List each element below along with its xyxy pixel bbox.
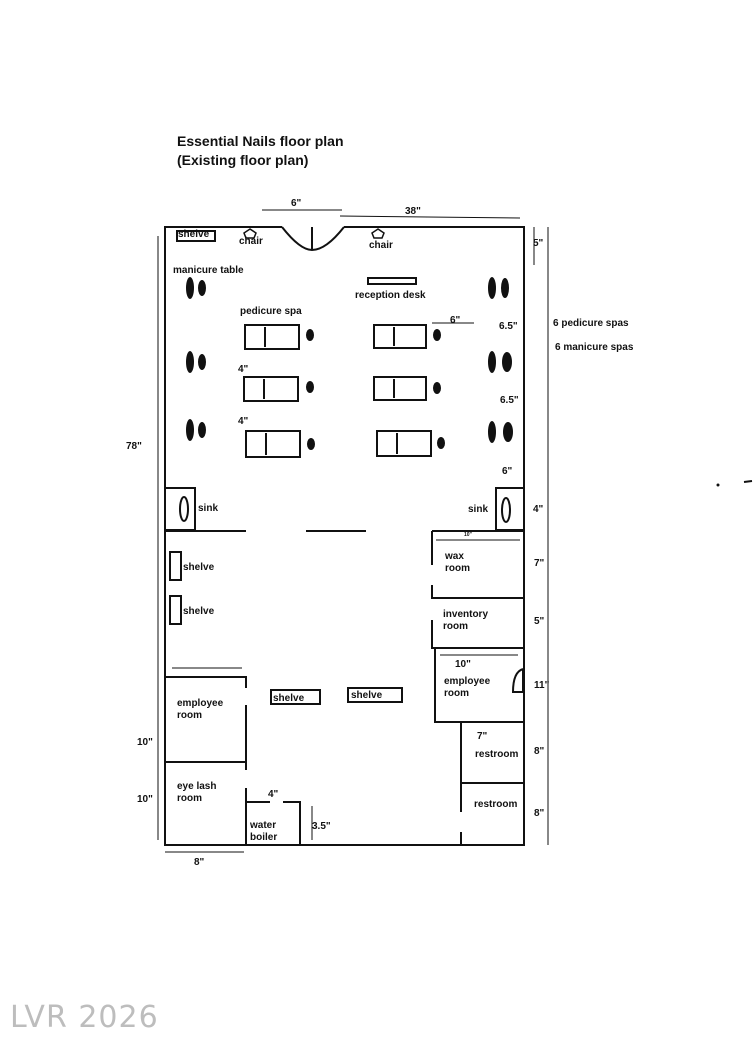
sink-right-label: sink — [468, 504, 489, 515]
dim-spa-gap: 6" — [450, 315, 461, 326]
shelve-mid1-box — [270, 689, 321, 705]
water-boiler-wall — [246, 801, 301, 845]
watermark: LVR 2026 — [10, 1000, 159, 1035]
sink-left-label: sink — [198, 503, 219, 514]
dim-overall-length: 78" — [126, 441, 142, 452]
manicure-table-label: manicure table — [173, 265, 244, 276]
plan-title: Essential Nails floor plan — [177, 133, 344, 149]
dim-top-right: 5" — [533, 238, 544, 249]
dim-right-6-5-a: 6.5" — [499, 321, 518, 332]
shelve-mid2-box — [347, 687, 403, 703]
dim-sink-right: 4" — [533, 504, 544, 515]
entrance-door — [281, 226, 345, 251]
plan-subtitle: (Existing floor plan) — [177, 152, 309, 168]
dim-restroom-2: 8" — [534, 808, 545, 819]
chair-label-1: chair — [239, 236, 263, 247]
shelve-left2-box — [169, 595, 182, 625]
outer-wall — [164, 226, 525, 846]
dim-door-width: 6" — [291, 198, 302, 209]
shelve-mid2-label: shelve — [351, 690, 383, 701]
employee-room-right-label: employee room — [444, 676, 491, 699]
shelve-left2-label: shelve — [183, 606, 215, 617]
dim-right-6-5-b: 6.5" — [500, 395, 519, 406]
dim-left-10-b: 10" — [137, 794, 153, 805]
shelve-top-label: shelve — [178, 229, 210, 240]
dim-employee-right-inner: 10" — [455, 659, 471, 670]
water-boiler-label: water boiler — [250, 820, 278, 843]
note-pedicure-count: 6 pedicure spas — [553, 318, 629, 329]
shelve-left1-box — [169, 551, 182, 581]
note-manicure-count: 6 manicure spas — [555, 342, 634, 353]
dim-left-10-a: 10" — [137, 737, 153, 748]
shelve-mid1-label: shelve — [273, 693, 305, 704]
dim-inventory: 5" — [534, 616, 545, 627]
dim-wax: 7" — [534, 558, 545, 569]
dim-overall-width: 38" — [405, 206, 421, 217]
dim-bottom-8: 8" — [194, 857, 205, 868]
dim-spa-sep-1: 4" — [238, 364, 249, 375]
reception-desk-box — [367, 277, 417, 285]
dim-restroom-1: 8" — [534, 746, 545, 757]
eye-lash-room-label: eye lash room — [177, 781, 217, 804]
shelve-top-box — [176, 230, 216, 242]
shelve-left1-label: shelve — [183, 562, 215, 573]
inventory-room-label: inventory room — [443, 609, 489, 632]
dim-spa-sep-2: 4" — [238, 416, 249, 427]
dim-boiler-3-5: 3.5" — [312, 821, 331, 832]
chair-label-2: chair — [369, 240, 393, 251]
dim-restroom-inner: 7" — [477, 731, 488, 742]
pedicure-spa-label: pedicure spa — [240, 306, 302, 317]
dim-right-6: 6" — [502, 466, 513, 477]
employee-room-left-label: employee room — [177, 698, 224, 721]
wax-room-label: wax room — [445, 551, 470, 574]
right-rooms-wall — [431, 530, 524, 723]
dim-employee-right: 11" — [534, 680, 550, 691]
left-rooms-wall — [165, 676, 247, 845]
restroom-2-label: restroom — [474, 799, 518, 810]
dim-boiler-width: 4" — [268, 789, 279, 800]
restroom-1-label: restroom — [475, 749, 519, 760]
dim-wax-small: 10" — [464, 532, 472, 538]
reception-desk-label: reception desk — [355, 290, 426, 301]
